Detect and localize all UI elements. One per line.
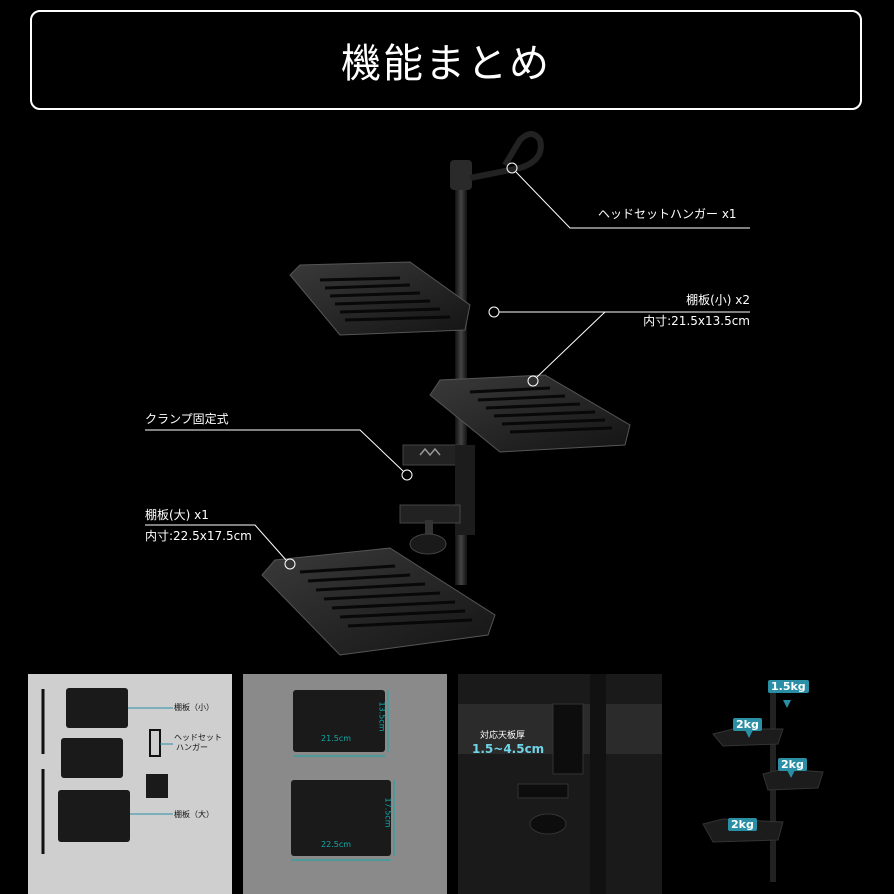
thumb-hanger-label-2: ハンガー [176,743,208,752]
callout-dot-large [284,558,296,570]
thumb-large-label: 棚板（大） [174,810,214,819]
thumb-dimensions: 21.5cm 13.5cm 22.5cm 17.5cm [243,674,447,894]
shelf1-load: 2kg [733,718,762,731]
small-width: 21.5cm [321,734,352,743]
page-title: 機能まとめ [30,10,862,110]
large-shelf [261,547,496,656]
callout-dot-small-middle [527,375,539,387]
callout-line-large [145,524,287,561]
small-shelf-dims: 内寸:21.5x13.5cm [643,314,750,328]
thumb-small-label: 棚板（小） [174,703,214,712]
pole-cap [450,160,472,190]
thumb-load: 1.5kg 2kg 2kg 2kg [673,674,877,894]
small-shelf-top [289,261,471,336]
large-width: 22.5cm [321,840,352,849]
small-shelf-middle [429,374,631,453]
clamp-label: クランプ固定式 [145,412,229,426]
callout-dot-small-top [488,306,500,318]
hanger-load: 1.5kg [768,680,809,693]
thickness-label: 対応天板厚 [480,731,526,741]
callout-line-clamp [145,429,404,472]
large-height: 17.5cm [383,797,393,828]
callout-dot-headset [506,162,518,174]
stand-illustration [145,131,750,656]
shelf3-load: 2kg [728,818,757,831]
large-shelf-label: 棚板(大) x1 [145,508,209,522]
callout-dot-clamp [401,469,413,481]
clamp [399,444,475,555]
thumb-hanger-label-1: ヘッドセット [174,733,222,742]
headset-hanger [469,131,544,181]
thickness-range: 1.5~4.5cm [472,742,545,756]
small-shelf-label: 棚板(小) x2 [686,293,750,307]
thumb-clamp: 対応天板厚 1.5~4.5cm [458,674,662,894]
callout-line-headset [515,171,750,229]
headset-hanger-label: ヘッドセットハンガー x1 [598,207,737,221]
shelf2-load: 2kg [778,758,807,771]
small-height: 13.5cm [377,701,387,732]
callout-line-small-middle [536,311,606,378]
large-shelf-dims: 内寸:22.5x17.5cm [145,529,252,543]
thumb-parts: 棚板（小） ヘッドセット ハンガー 棚板（大） [28,674,232,894]
